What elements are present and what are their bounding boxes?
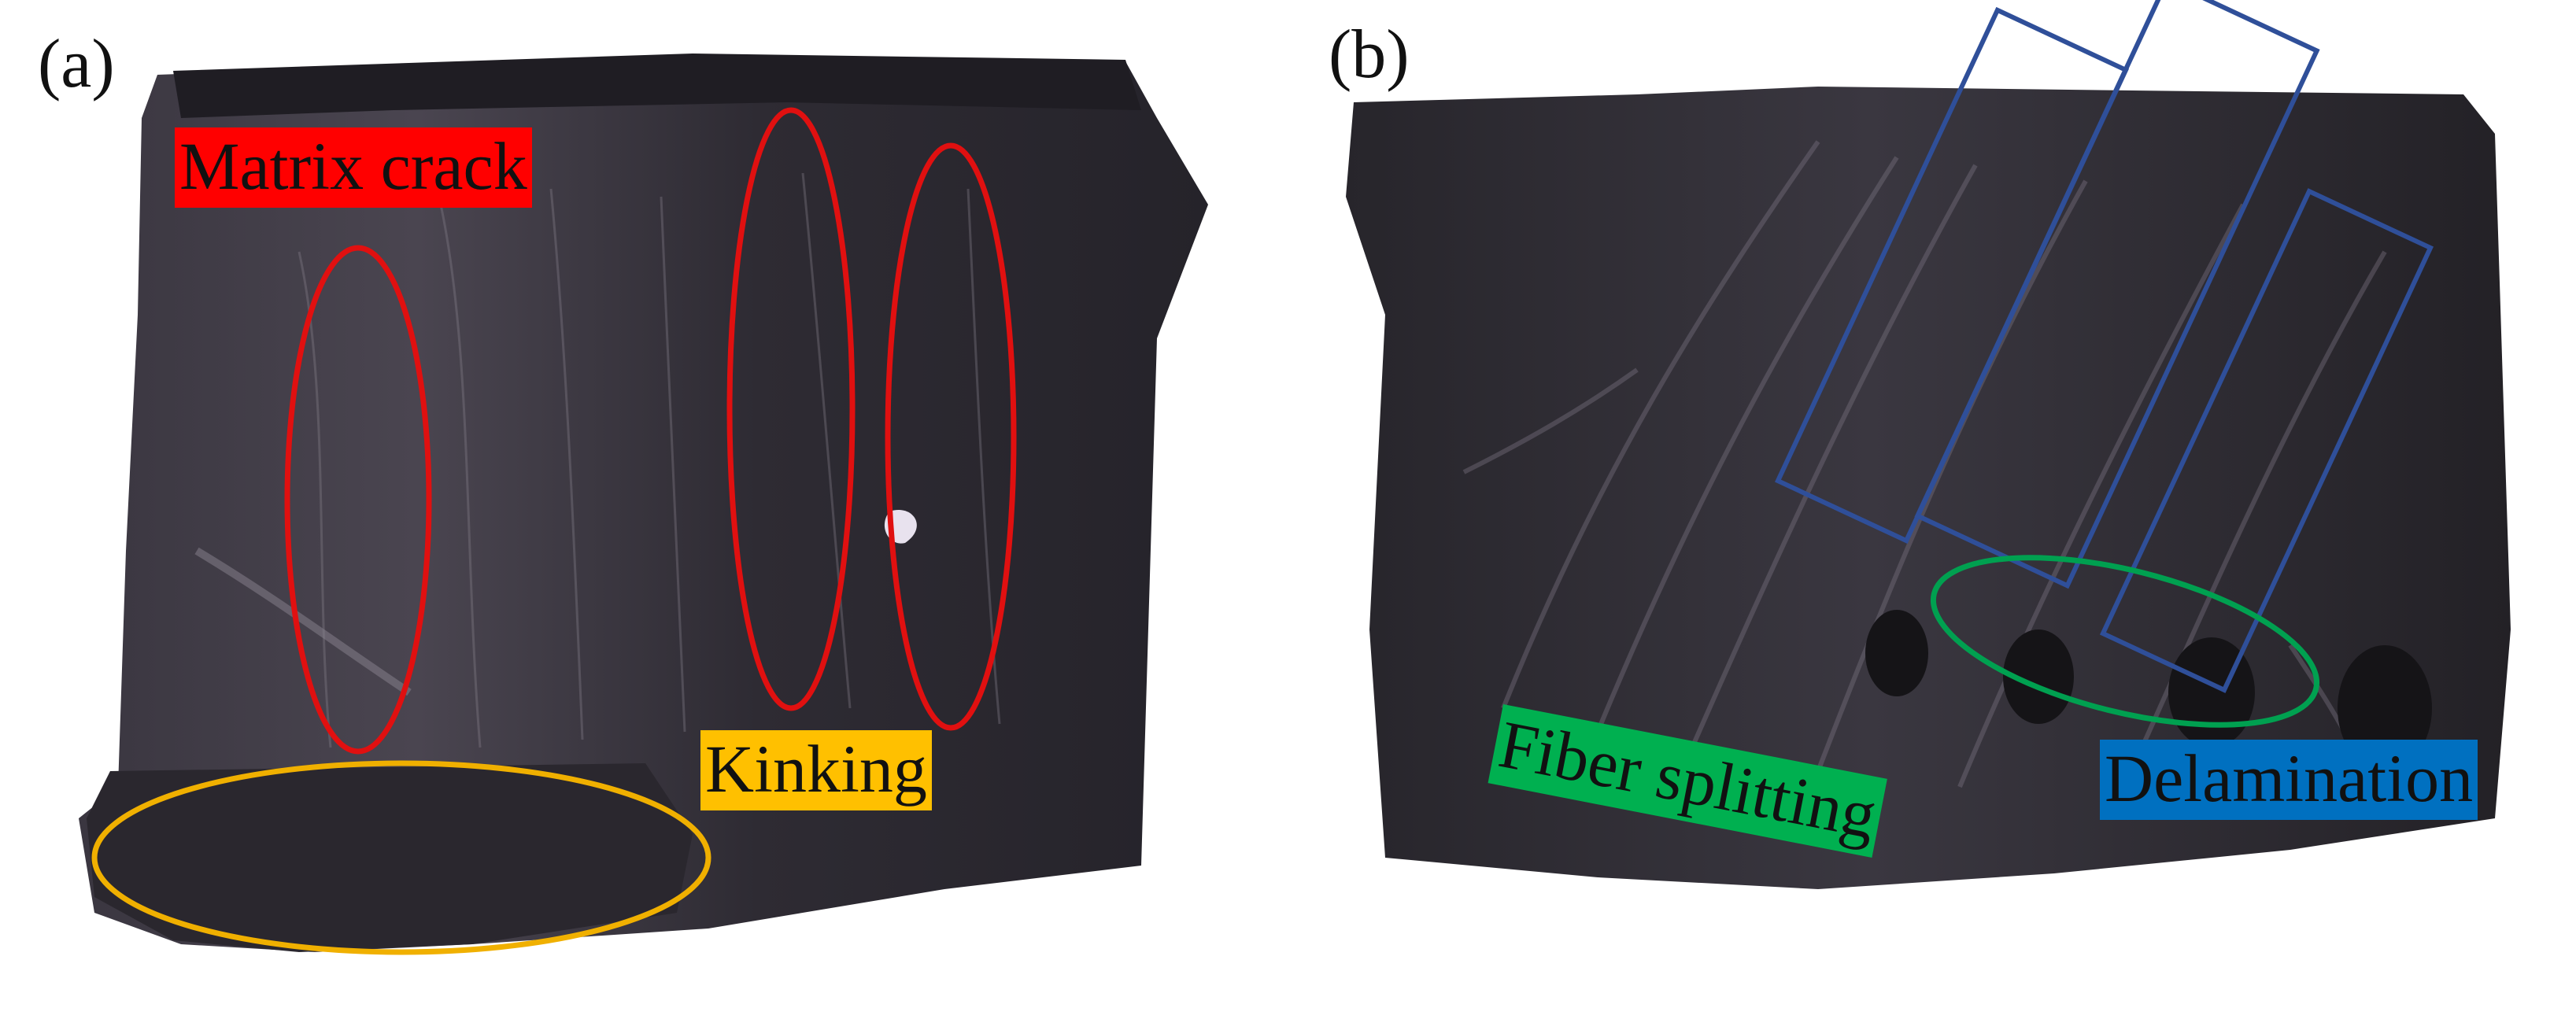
kinking-ellipse	[91, 760, 711, 955]
delamination-box-3	[2099, 188, 2434, 693]
specimen-a-top-layer	[173, 54, 1141, 118]
specimen-b-image	[1346, 0, 2511, 889]
delamination-boxes	[1774, 0, 2434, 693]
specimen-a-fiber-streaks	[194, 172, 1001, 748]
fiber-splitting-ellipse	[1930, 555, 2320, 728]
kinking-tag: Kinking	[700, 730, 932, 810]
panel-a: (a) Matrix crack Kinking	[0, 0, 1267, 1030]
specimen-a-image	[79, 54, 1208, 955]
crack-outline	[91, 107, 1017, 955]
panel-b: (b) Fiber splitting Delamination	[1267, 0, 2576, 1030]
specimen-a-bottom-crush	[87, 763, 693, 952]
matrix-crack-ellipse-3	[885, 142, 1017, 731]
panel-b-label: (b)	[1329, 17, 1410, 93]
panel-a-label: (a)	[38, 26, 115, 102]
delamination-tag: Delamination	[2100, 740, 2478, 820]
matrix-crack-tag: Matrix crack	[175, 127, 532, 208]
specimen-a-body	[79, 55, 1208, 952]
delamination-box-2	[1914, 0, 2320, 589]
matrix-crack-ellipse-2	[726, 107, 856, 711]
matrix-crack-ellipse-1	[284, 245, 432, 755]
